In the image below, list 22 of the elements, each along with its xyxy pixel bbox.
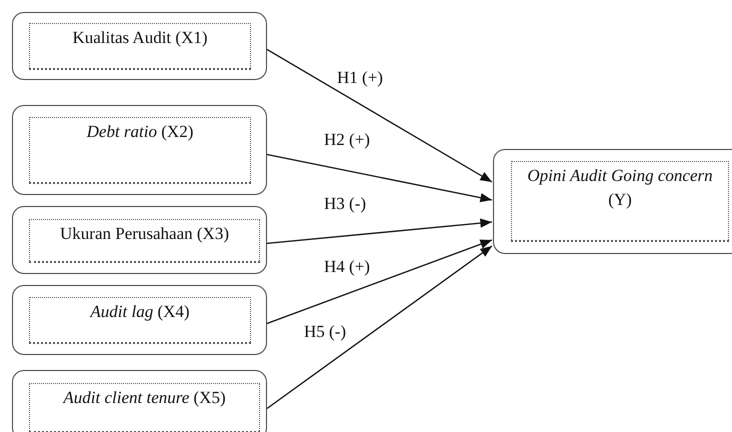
edge-label: H5 (-): [302, 322, 348, 342]
variable-box: [12, 12, 267, 80]
arrow: [266, 245, 492, 410]
variable-box: [493, 149, 732, 254]
edge-label: H3 (-): [322, 194, 368, 214]
arrow: [266, 154, 492, 202]
variable-label: Debt ratio (X2): [29, 117, 251, 184]
variable-box: [12, 370, 267, 432]
arrow: [266, 218, 492, 244]
variable-label: Opini Audit Going concern (Y): [511, 161, 729, 242]
variable-label: Kualitas Audit (X1): [29, 23, 251, 70]
edge-label: H2 (+): [322, 130, 372, 150]
variable-label: Ukuran Perusahaan (X3): [29, 219, 260, 263]
variable-box: [12, 105, 267, 195]
variable-label: Audit lag (X4): [29, 297, 251, 344]
variable-box: [12, 285, 267, 355]
variable-box: [12, 206, 267, 274]
edge-label: H1 (+): [335, 68, 385, 88]
arrow: [266, 48, 492, 183]
variable-label: Audit client tenure (X5): [29, 383, 260, 432]
edge-label: H4 (+): [322, 257, 372, 277]
arrow: [266, 239, 492, 324]
